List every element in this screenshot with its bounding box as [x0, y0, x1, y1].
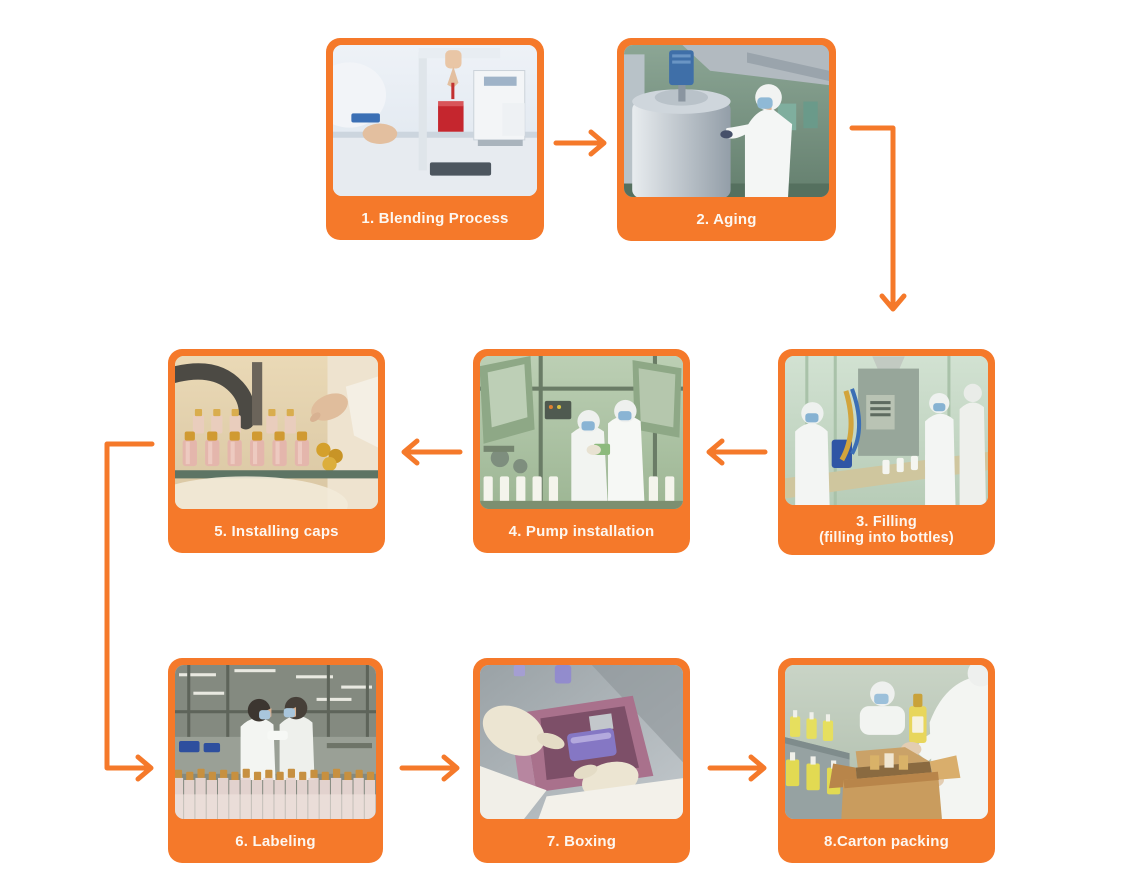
step-card-8-carton-packing: 8.Carton packing	[778, 658, 995, 863]
step-5-photo-frame	[175, 356, 378, 509]
carton-packing-photo	[785, 665, 988, 819]
step-1-label: 1. Blending Process	[361, 209, 509, 227]
step-card-4-pump-installation: 4. Pump installation	[473, 349, 690, 553]
installing-caps-photo	[175, 356, 378, 509]
aging-tank-photo	[624, 45, 829, 197]
step-card-1-blending: 1. Blending Process	[326, 38, 544, 240]
step-2-photo-frame	[624, 45, 829, 197]
arrow-step3-to-step4	[706, 438, 768, 466]
step-card-2-aging: 2. Aging	[617, 38, 836, 241]
step-2-label: 2. Aging	[696, 210, 757, 228]
arrow-step4-to-step5	[401, 438, 463, 466]
step-4-label: 4. Pump installation	[508, 522, 655, 540]
arrow-step1-to-step2	[553, 129, 607, 157]
arrow-step2-to-step3	[849, 125, 907, 312]
step-card-6-labeling: 6. Labeling	[168, 658, 383, 863]
step-card-3-filling: 3. Filling (filling into bottles)	[778, 349, 995, 555]
step-7-photo-frame	[480, 665, 683, 819]
step-8-photo-frame	[785, 665, 988, 819]
step-6-label: 6. Labeling	[235, 832, 316, 850]
labeling-photo	[175, 665, 376, 819]
arrow-step7-to-step8	[707, 754, 767, 782]
step-1-photo-frame	[333, 45, 537, 196]
step-4-photo-frame	[480, 356, 683, 509]
boxing-photo	[480, 665, 683, 819]
arrow-step5-to-step6	[104, 441, 155, 782]
step-6-photo-frame	[175, 665, 376, 819]
step-3-label: 3. Filling (filling into bottles)	[819, 514, 954, 546]
step-card-5-installing-caps: 5. Installing caps	[168, 349, 385, 553]
step-3-photo-frame	[785, 356, 988, 505]
step-card-7-boxing: 7. Boxing	[473, 658, 690, 863]
arrow-step6-to-step7	[399, 754, 460, 782]
step-5-label: 5. Installing caps	[214, 522, 339, 540]
laboratory-blending-photo	[333, 45, 537, 196]
filling-line-photo	[785, 356, 988, 505]
step-8-label: 8.Carton packing	[824, 832, 949, 850]
step-7-label: 7. Boxing	[546, 832, 617, 850]
pump-installation-photo	[480, 356, 683, 509]
